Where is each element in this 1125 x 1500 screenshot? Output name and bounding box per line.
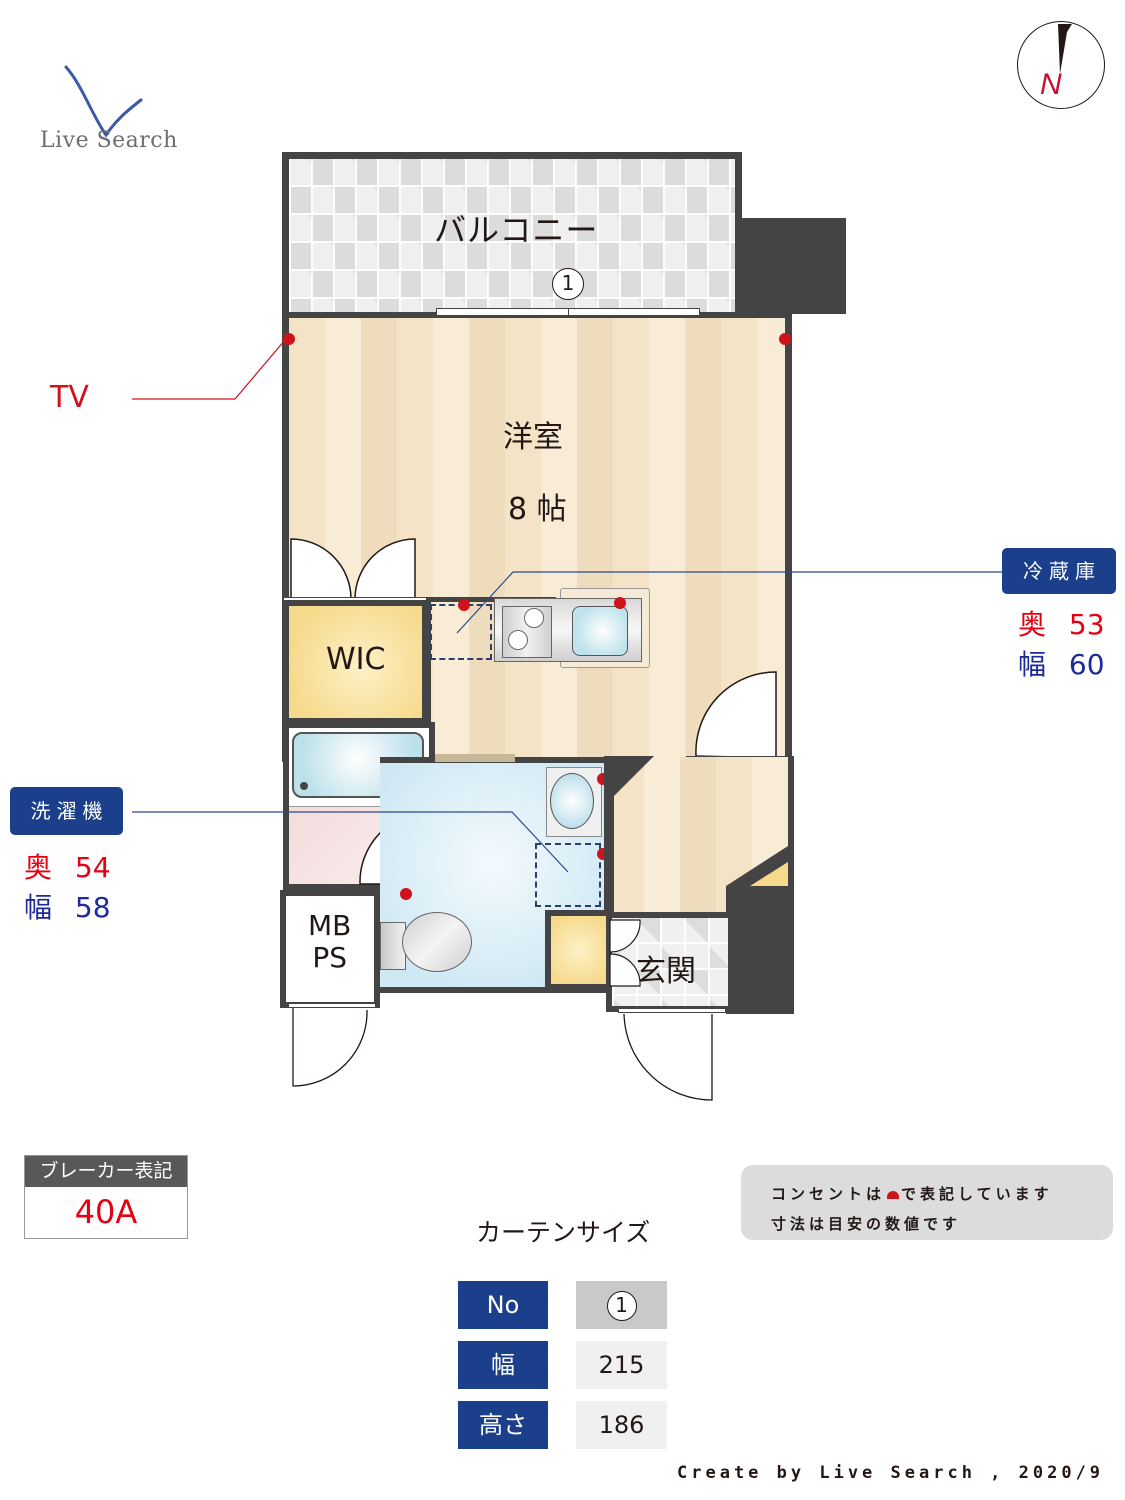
- entrance-label: 玄関: [636, 954, 696, 989]
- toilet: [402, 912, 472, 972]
- outlet-icon: [614, 597, 626, 609]
- outlet-legend-icon: [887, 1191, 900, 1199]
- wall-block: [742, 218, 846, 314]
- note-line-2: 寸法は目安の数値です: [771, 1215, 962, 1233]
- breaker-box: ブレーカー表記 40A: [24, 1155, 188, 1239]
- room-size: 8 帖: [508, 492, 567, 527]
- depth-label: 奥: [24, 851, 53, 884]
- width-label: 幅: [1018, 648, 1047, 681]
- depth-value: 53: [1068, 608, 1105, 641]
- curtain-value-height: 186: [576, 1401, 667, 1449]
- note-line-1: コンセントはで表記しています: [771, 1185, 1053, 1203]
- door-frame: [288, 1003, 376, 1008]
- window-divider: [568, 308, 569, 316]
- burner-icon: [508, 630, 528, 650]
- kitchen-sink: [572, 606, 628, 656]
- basin-bowl: [550, 773, 594, 829]
- washer-width: 幅 58: [24, 886, 111, 926]
- door-frame: [618, 1008, 726, 1013]
- curtain-title: カーテンサイズ: [476, 1218, 651, 1247]
- tv-leader-line: [132, 339, 286, 400]
- breaker-header: ブレーカー表記: [25, 1156, 187, 1187]
- logo-text: Live Search: [40, 128, 178, 153]
- room-label: 洋室: [503, 420, 563, 455]
- outlet-icon: [283, 333, 295, 345]
- balcony-label: バルコニー: [434, 211, 599, 249]
- room-door: [695, 671, 777, 759]
- washer-badge: 洗濯機: [10, 787, 123, 835]
- sliding-door: [435, 754, 515, 762]
- compass: [1017, 21, 1105, 109]
- outlet-icon: [458, 599, 470, 611]
- entrance-door: [623, 1013, 713, 1101]
- outlet-icon: [400, 888, 412, 900]
- curtain-header-no: No: [458, 1281, 548, 1329]
- note-box: コンセントはで表記しています 寸法は目安の数値です: [741, 1165, 1113, 1240]
- curtain-value-width: 215: [576, 1341, 667, 1389]
- width-value: 60: [1068, 648, 1105, 681]
- shoe-closet: [545, 910, 607, 990]
- washer-space: [535, 843, 601, 907]
- credit: Create by Live Search , 2020/9: [677, 1463, 1105, 1483]
- wic: [283, 600, 428, 724]
- burner-icon: [524, 608, 544, 628]
- depth-label: 奥: [1018, 608, 1047, 641]
- drain-icon: [300, 782, 308, 790]
- kitchen-side-wall: [426, 597, 431, 757]
- western-room: [282, 312, 792, 762]
- tv-label: TV: [50, 380, 89, 415]
- breaker-value: 40A: [74, 1193, 138, 1231]
- fridge-badge: 冷蔵庫: [1002, 548, 1116, 594]
- corridor-walls: [604, 756, 794, 1014]
- curtain-marker: 1: [552, 268, 584, 300]
- fridge-leader-line: [456, 571, 1003, 634]
- mbps-door: [292, 1008, 368, 1087]
- north-arrow-icon: [1058, 24, 1072, 74]
- wic-label: WIC: [326, 642, 386, 677]
- mbps: [280, 890, 380, 1008]
- width-value: 58: [74, 891, 111, 924]
- kitchen-wall: [426, 597, 556, 602]
- washer-depth: 奥 54: [24, 846, 111, 886]
- shoe-closet-door: [609, 919, 641, 987]
- fridge-width: 幅 60: [1018, 643, 1105, 683]
- mbps-label: MB PS: [308, 909, 352, 974]
- curtain-value-no: 1: [576, 1281, 667, 1329]
- wic-double-door: [290, 538, 416, 600]
- depth-value: 54: [74, 851, 111, 884]
- curtain-header-width: 幅: [458, 1341, 548, 1389]
- compass-north-label: N: [1040, 68, 1062, 101]
- logo: [40, 60, 190, 160]
- curtain-header-height: 高さ: [458, 1401, 548, 1449]
- toilet-tank: [380, 922, 406, 970]
- width-label: 幅: [24, 891, 53, 924]
- fridge-depth: 奥 53: [1018, 603, 1105, 643]
- outlet-icon: [779, 333, 791, 345]
- washer-leader-line: [132, 811, 569, 873]
- logo-check-icon: [64, 65, 143, 138]
- balcony: [282, 152, 742, 314]
